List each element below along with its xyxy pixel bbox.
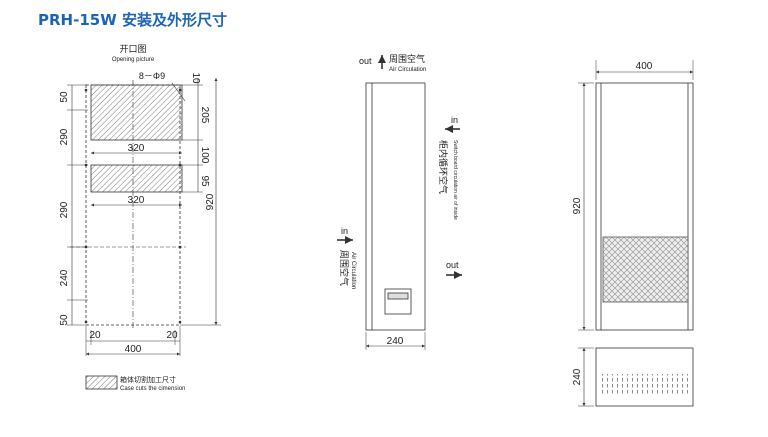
dim-total-height: 920 [205,193,216,210]
cutout-lower [90,164,183,193]
side-ambient-en2: Air Circulation [350,252,356,289]
side-depth: 240 [387,336,404,347]
bottom-depth: 240 [572,368,583,385]
side-in-right: in [451,115,458,125]
dim-mid-height: 290 [59,201,70,218]
dim-total-width: 400 [125,344,142,355]
side-ambient-cn2: 周围空气 [339,250,350,286]
side-unit-body [365,82,426,331]
cutout-upper [90,84,183,141]
side-cabinet-en: Switch board circulation air of inside [452,140,458,220]
dim-right-upper: 205 [199,107,210,124]
legend-swatch [85,375,118,390]
dim-cut-width-lower: 320 [128,195,145,206]
bottom-vents [600,374,689,394]
side-out-top: out [359,56,372,66]
side-cabinet-cn: 柜内循环空气 [438,140,449,194]
dim-top-margin: 50 [59,91,70,103]
opening-label-cn: 开口图 [119,44,146,54]
left-dimensions: 50 290 290 240 50 [59,91,70,326]
side-in-left: in [341,226,348,236]
dim-bottom-margin: 50 [59,314,70,326]
front-unit-body [595,82,694,331]
front-grille [602,236,689,303]
front-view: 400 920 [572,60,694,331]
side-view: out 周围空气 Air Circulation in 柜内循环空气 Switc… [337,53,462,350]
side-ambient-en: Air Circulation [389,67,426,73]
side-control-box [384,288,412,315]
opening-picture: 开口图 Opening picture 8－Φ9 50 290 290 [59,44,221,392]
legend-cn: 箱体切割加工尺寸 [120,375,176,384]
dim-right-lower: 95 [199,175,210,187]
holes-label: 8－Φ9 [139,71,165,81]
front-height: 920 [572,197,583,214]
dim-edge-right: 20 [166,330,178,341]
front-width: 400 [636,61,653,72]
dim-right-gap: 100 [199,147,210,164]
dim-edge-left: 20 [89,330,101,341]
legend-en: Case cuts the cimension [120,386,185,392]
side-out-right: out [446,260,459,270]
dim-cut-width-upper: 320 [128,143,145,154]
opening-label-en: Opening picture [112,57,155,63]
dim-upper-height: 290 [59,128,70,145]
dim-right-top: 10 [190,72,201,84]
side-ambient-cn: 周围空气 [389,53,425,64]
dim-low-height: 240 [59,269,70,286]
right-dimensions: 10 205 100 95 [190,72,210,187]
bottom-view: 240 [572,347,694,407]
bottom-unit-body [595,347,694,407]
page-title: PRH-15W 安装及外形尺寸 [38,11,227,29]
